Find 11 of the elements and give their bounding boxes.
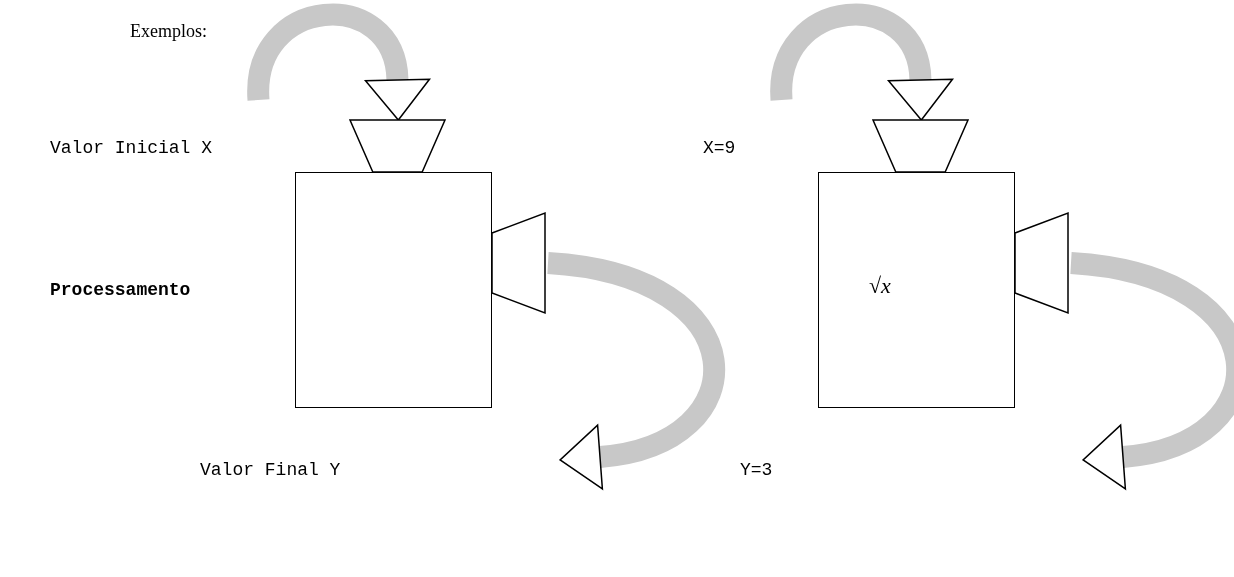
heading-text: Exemplos: — [130, 20, 207, 42]
curved-arrow — [546, 252, 725, 490]
output-label: Valor Final Y — [200, 459, 341, 481]
curved-arrow — [770, 4, 953, 121]
output-value: Y=3 — [740, 459, 773, 481]
formula-text: √x — [869, 273, 891, 299]
process-label: Processamento — [50, 279, 191, 301]
input-value: X=9 — [703, 137, 736, 159]
input-label: Valor Inicial X — [50, 137, 213, 159]
curved-arrow — [247, 4, 430, 121]
curved-arrow — [1069, 252, 1234, 490]
